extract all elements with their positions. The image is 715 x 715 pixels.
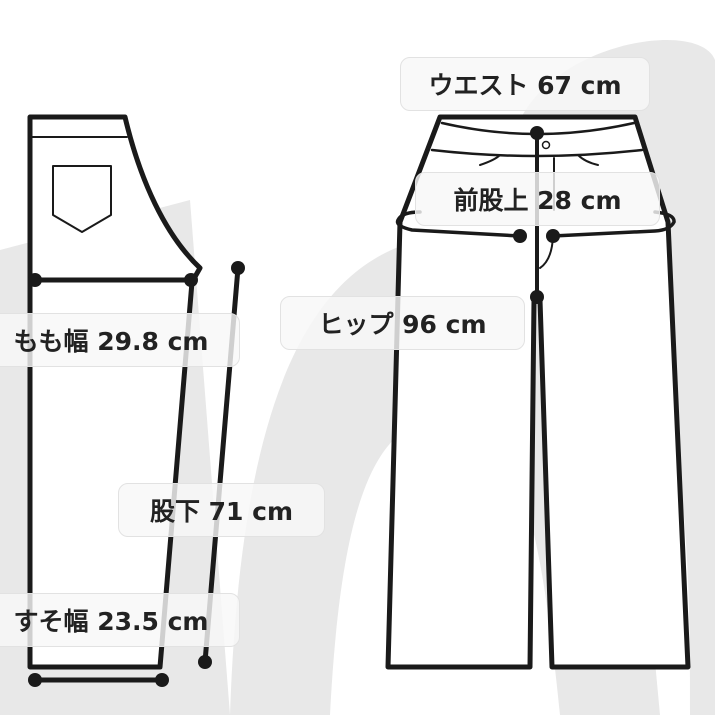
front-rise-label: 前股上 28 cm — [415, 172, 660, 226]
inseam-label: 股下 71 cm — [118, 483, 325, 537]
thigh-label: もも幅 29.8 cm — [0, 313, 240, 367]
hem-label: すそ幅 23.5 cm — [0, 593, 240, 647]
hip-measure-ellipse — [395, 210, 676, 238]
hip-label: ヒップ 96 cm — [280, 296, 525, 350]
waist-label: ウエスト 67 cm — [400, 57, 650, 111]
measure-points — [28, 126, 560, 687]
